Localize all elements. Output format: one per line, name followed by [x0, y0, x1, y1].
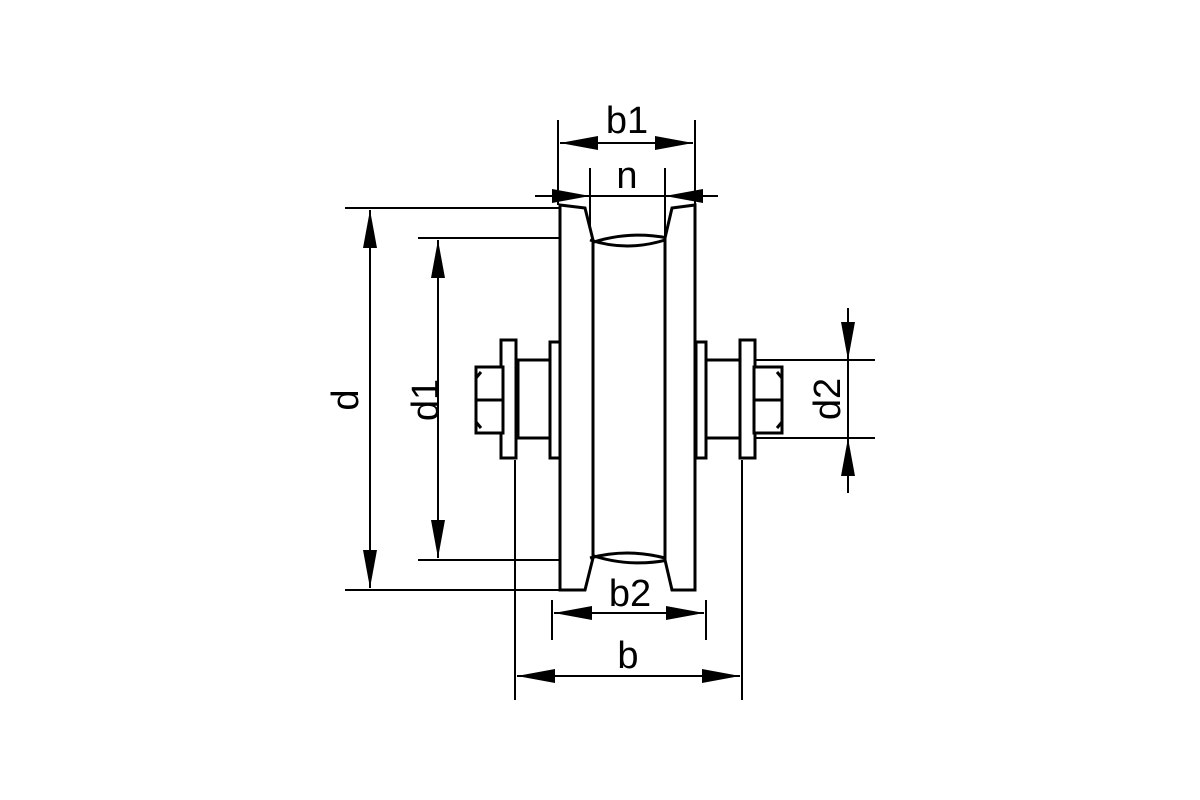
- wheel-body: [558, 203, 697, 592]
- axle-right: [703, 358, 745, 440]
- label-b1: b1: [606, 100, 648, 142]
- label-b2: b2: [609, 573, 651, 615]
- label-n: n: [616, 155, 637, 197]
- label-d: d: [325, 389, 367, 410]
- label-d2: d2: [807, 378, 849, 420]
- flange-left: [558, 203, 595, 592]
- nut-right: [752, 365, 784, 435]
- label-b: b: [617, 635, 638, 677]
- extension-lines: [345, 120, 875, 700]
- dimension-arrows: [363, 136, 855, 683]
- spacer-right: [694, 340, 708, 460]
- flange-right: [663, 203, 697, 592]
- wheel-groove: [586, 233, 670, 565]
- dimension-labels: b1 n d d1 d2 b2 b: [325, 100, 849, 677]
- axle-assembly: [474, 338, 784, 460]
- nut-left: [474, 365, 505, 435]
- label-d1: d1: [405, 379, 447, 421]
